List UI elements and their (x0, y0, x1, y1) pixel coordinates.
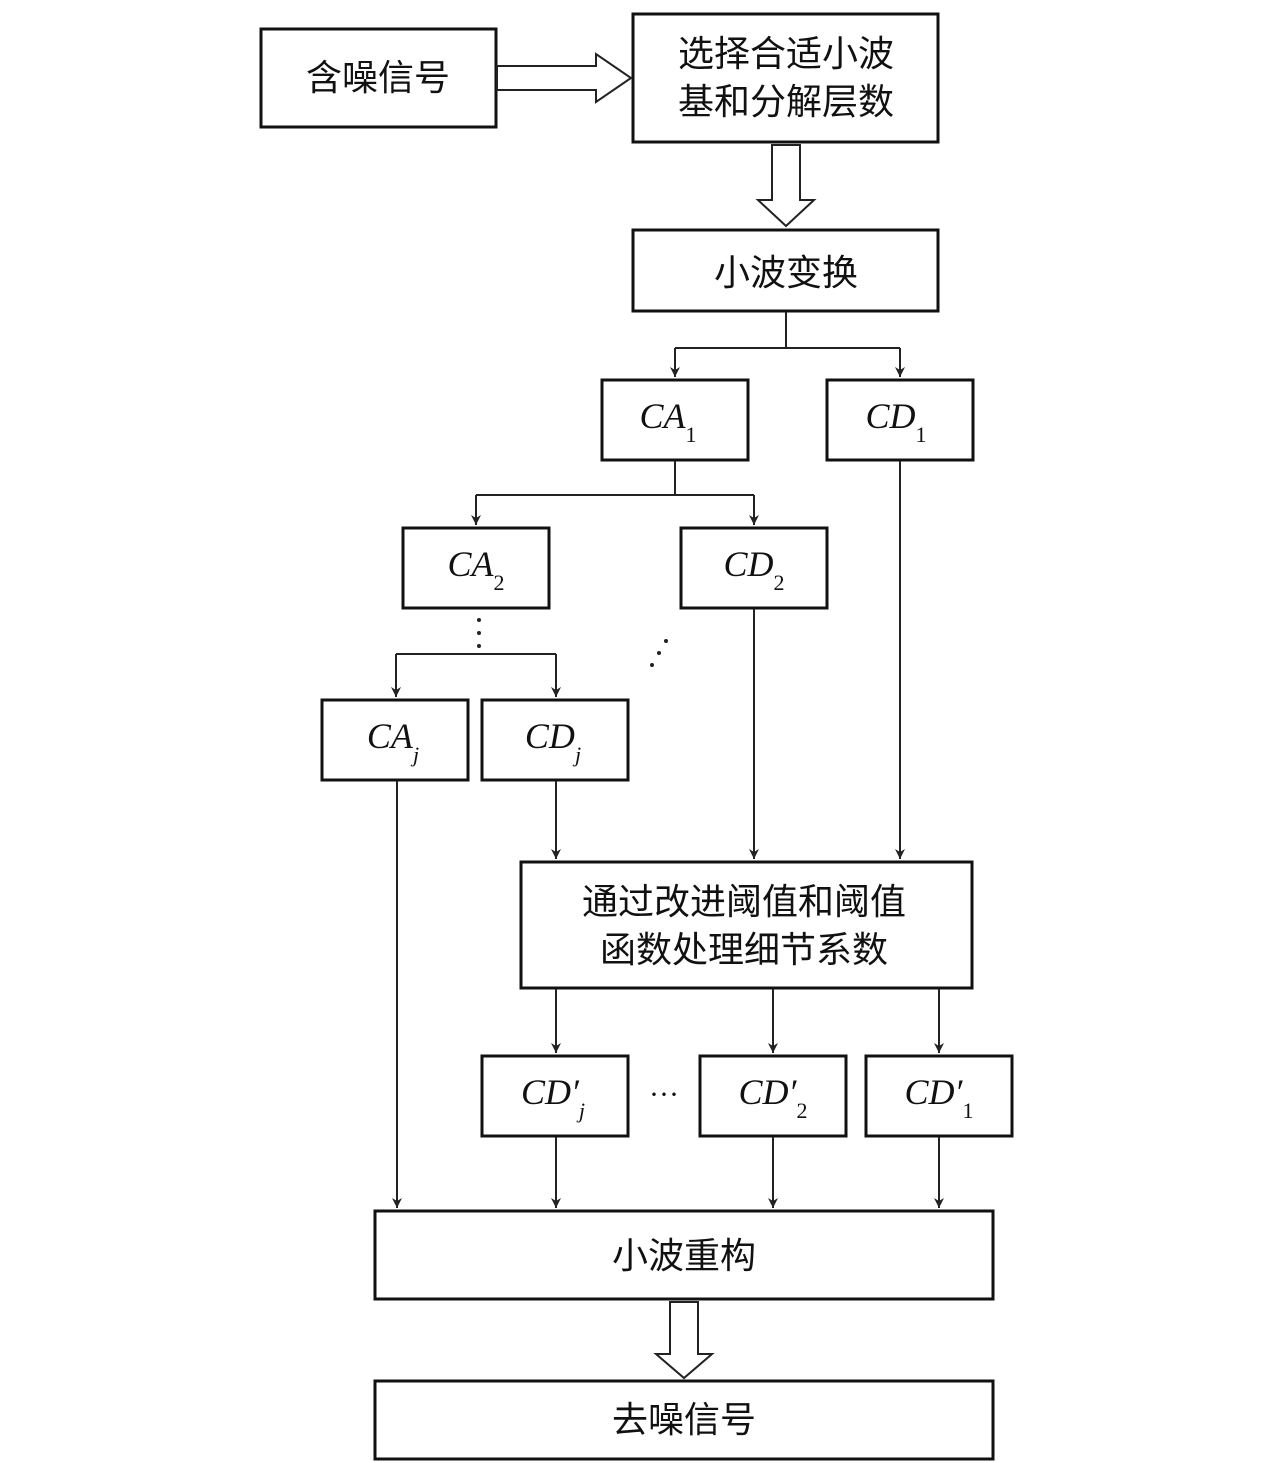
cd1-label: CD1 (865, 396, 926, 447)
connector-transform-split (670, 312, 905, 377)
wavelet-transform-label: 小波变换 (714, 253, 858, 294)
cdj-label: CDj (525, 716, 581, 767)
wavelet-reconstruct-node: 小波重构 (373, 1209, 995, 1301)
noisy-signal-node: 含噪信号 (259, 27, 498, 129)
cd2-node: CD2 (679, 526, 829, 610)
denoised-signal-node: 去噪信号 (373, 1379, 995, 1461)
cd2-prime-node: CD′2 (698, 1054, 848, 1138)
connector-ca1-split (471, 461, 759, 525)
block-arrow-right (496, 52, 633, 104)
cd1-prime-node: CD′1 (864, 1054, 1014, 1138)
caj-label: CAj (367, 716, 419, 767)
horizontal-ellipsis: ··· (649, 1078, 679, 1111)
threshold-process-label-line1: 通过改进阈值和阈值 (582, 882, 906, 923)
block-arrow-down-2 (653, 1301, 715, 1380)
cd2-label: CD2 (723, 544, 784, 595)
diagonal-ellipsis (650, 639, 668, 667)
select-wavelet-label-line2: 基和分解层数 (678, 82, 894, 123)
vertical-ellipsis (477, 618, 481, 648)
wavelet-transform-node: 小波变换 (631, 228, 940, 313)
select-wavelet-label-line1: 选择合适小波 (678, 34, 894, 75)
connector-caj-split (391, 653, 561, 697)
select-wavelet-node: 选择合适小波 基和分解层数 (631, 12, 940, 144)
caj-node: CAj (320, 698, 470, 782)
noisy-signal-label: 含噪信号 (306, 58, 450, 99)
cdj-prime-label: CD′j (521, 1072, 585, 1123)
block-arrow-down-1 (755, 144, 817, 228)
cdj-prime-node: CD′j (480, 1054, 630, 1138)
denoised-signal-label: 去噪信号 (612, 1400, 756, 1441)
ca2-node: CA2 (401, 526, 551, 610)
cdj-node: CDj (480, 698, 630, 782)
threshold-process-label-line2: 函数处理细节系数 (600, 930, 888, 971)
ca1-node: CA1 (600, 378, 750, 462)
threshold-process-node: 通过改进阈值和阈值 函数处理细节系数 (519, 860, 974, 990)
cd1-node: CD1 (825, 378, 975, 462)
cd1-prime-label: CD′1 (905, 1072, 974, 1123)
cd2-prime-label: CD′2 (739, 1072, 808, 1123)
ca2-label: CA2 (447, 544, 504, 595)
wavelet-reconstruct-label: 小波重构 (612, 1236, 756, 1277)
ca1-label: CA1 (639, 396, 696, 447)
